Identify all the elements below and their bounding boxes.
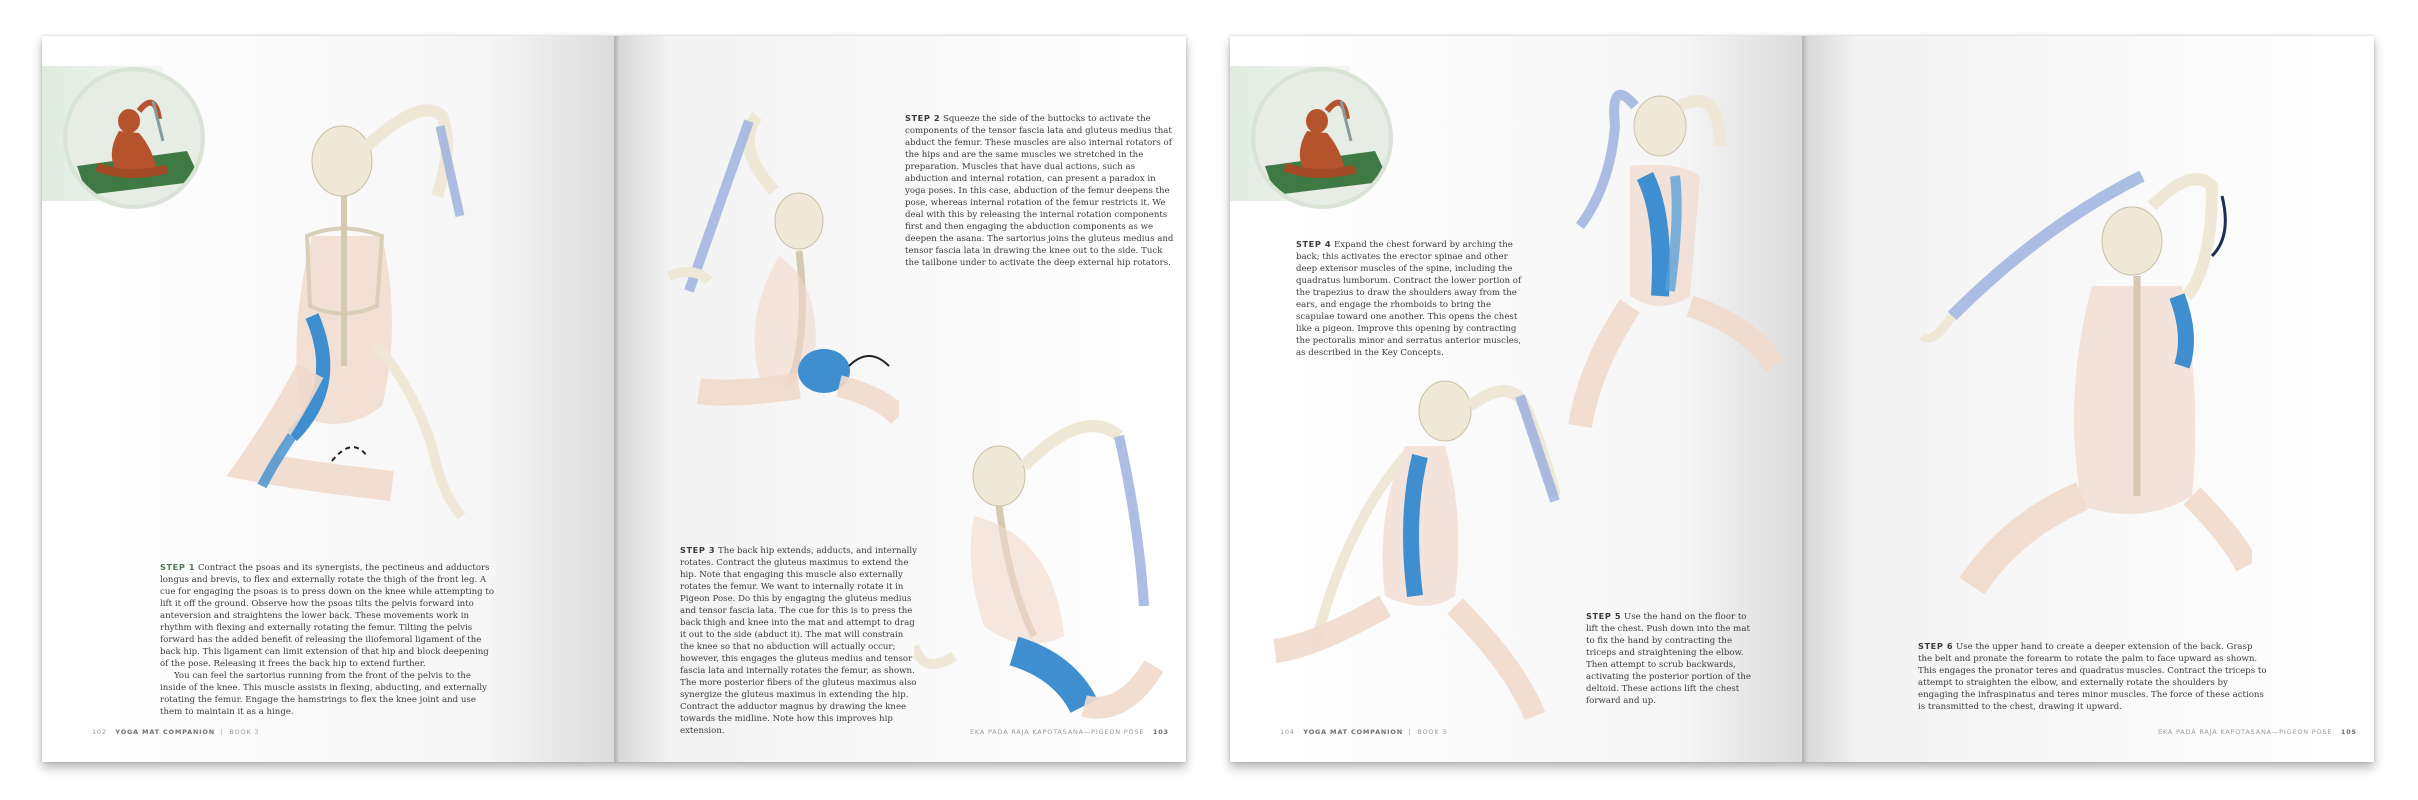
book-volume: BOOK 3 xyxy=(229,728,260,736)
step-5-text: STEP 5 Use the hand on the floor to lift… xyxy=(1586,610,1756,707)
book-spread-1: STEP 1 Contract the psoas and its synerg… xyxy=(42,36,1186,762)
step-label: STEP 5 xyxy=(1586,611,1622,621)
step-paragraph: You can feel the sartorius running from … xyxy=(160,671,487,717)
page-number: 103 xyxy=(1152,728,1169,736)
anatomy-figure-illustration xyxy=(1273,380,1561,721)
step-label: STEP 2 xyxy=(905,113,941,123)
page-104: STEP 4 Expand the chest forward by archi… xyxy=(1230,36,1802,762)
page-number: 105 xyxy=(2340,728,2357,736)
anatomy-figure-illustration xyxy=(914,420,1164,719)
page-footer: 102 YOGA MAT COMPANION | BOOK 3 xyxy=(92,728,260,736)
book-title: YOGA MAT COMPANION xyxy=(115,728,215,736)
step-4-text: STEP 4 Expand the chest forward by archi… xyxy=(1296,238,1526,359)
step-2-text: STEP 2 Squeeze the side of the buttocks … xyxy=(905,112,1175,269)
step-label: STEP 1 xyxy=(160,562,196,572)
page-gutter xyxy=(614,36,620,762)
step-1-text: STEP 1 Contract the psoas and its synerg… xyxy=(160,561,496,718)
step-paragraph: Use the hand on the floor to lift the ch… xyxy=(1586,612,1751,706)
page-number: 102 xyxy=(92,728,107,736)
pose-title: EKA PADA RAJA KAPOTASANA—PIGEON POSE xyxy=(2158,728,2333,736)
step-label: STEP 6 xyxy=(1918,641,1954,651)
step-paragraph: Contract the psoas and its synergists, t… xyxy=(160,563,495,669)
step-paragraph: Use the upper hand to create a deeper ex… xyxy=(1918,642,2267,712)
anatomy-figure-illustration xyxy=(226,104,466,520)
pose-thumbnail-photo xyxy=(1251,67,1393,209)
book-volume: BOOK 3 xyxy=(1417,728,1448,736)
page-103: STEP 2 Squeeze the side of the buttocks … xyxy=(614,36,1186,762)
book-title: YOGA MAT COMPANION xyxy=(1303,728,1403,736)
pose-thumbnail-photo xyxy=(63,67,205,209)
page-105: STEP 6 Use the upper hand to create a de… xyxy=(1802,36,2374,762)
step-label: STEP 3 xyxy=(680,545,716,555)
page-number: 104 xyxy=(1280,728,1295,736)
book-spread-2: STEP 4 Expand the chest forward by archi… xyxy=(1230,36,2374,762)
step-label: STEP 4 xyxy=(1296,239,1332,249)
step-paragraph: Squeeze the side of the buttocks to acti… xyxy=(905,114,1174,268)
pose-title: EKA PADA RAJA KAPOTASANA—PIGEON POSE xyxy=(970,728,1145,736)
anatomy-figure-illustration xyxy=(1568,89,1785,429)
page-footer: EKA PADA RAJA KAPOTASANA—PIGEON POSE 103 xyxy=(970,728,1169,736)
step-3-text: STEP 3 The back hip extends, adducts, an… xyxy=(680,544,920,737)
page-gutter xyxy=(1802,36,1808,762)
anatomy-figure-illustration xyxy=(1918,170,2252,595)
anatomy-figure-illustration xyxy=(667,112,899,425)
step-paragraph: The back hip extends, adducts, and inter… xyxy=(680,546,917,736)
step-6-text: STEP 6 Use the upper hand to create a de… xyxy=(1918,640,2268,713)
step-paragraph: Expand the chest forward by arching the … xyxy=(1296,240,1522,358)
page-102: STEP 1 Contract the psoas and its synerg… xyxy=(42,36,614,762)
page-footer: 104 YOGA MAT COMPANION | BOOK 3 xyxy=(1280,728,1448,736)
page-footer: EKA PADA RAJA KAPOTASANA—PIGEON POSE 105 xyxy=(2158,728,2357,736)
